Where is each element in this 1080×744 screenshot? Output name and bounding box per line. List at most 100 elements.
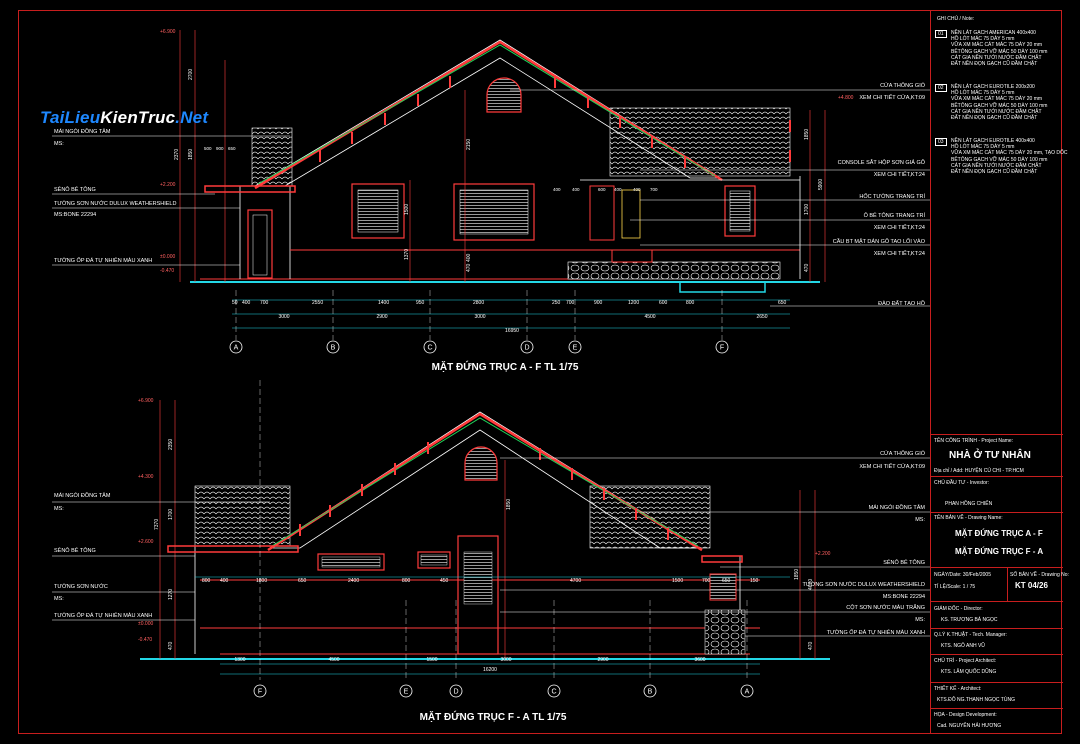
dimension: 1200 [628,300,639,306]
axis-bubble [740,684,754,698]
dimension: 50 [232,300,238,306]
right-annotation: CẦU BT MẶT DÁN GỖ TAO LỐI VÀO [833,238,926,245]
dimension: 1500 [426,657,437,663]
dev-name: Cad. NGUYỄN HẢI HƯƠNG [937,723,1002,729]
dimension: 470 [466,263,472,272]
dimension: 1500 [404,204,410,215]
drawing-label: TÊN BẢN VẼ - Drawing Name: [934,515,1003,521]
note-line: ĐẤT NỀN ĐỌN GẠCH CŨ ĐẦM CHẶT [951,169,1038,175]
dimension: 2650 [756,314,767,320]
owner-name: PHAN HỒNG CHIẾN [945,501,993,507]
axis-label: B [331,345,336,352]
project-label: TÊN CÔNG TRÌNH - Project Name: [934,438,1014,444]
level-mark: ±0.000 [160,254,175,260]
axis-label: B [648,689,653,696]
watermark-part-1: TaiLieu [40,108,101,127]
dimension: 1850 [506,499,512,510]
axis-label: E [573,345,578,352]
note-line: ĐẤT NỀN ĐỌN GẠCH CŨ ĐẦM CHẶT [951,61,1038,67]
level-mark: ±0.000 [138,621,153,627]
dimension: 2350 [168,439,174,450]
left-annotation: TƯỜNG SƠN NƯỚC [54,583,108,590]
dimension: 700 [260,300,269,306]
dimension: 950 [416,300,425,306]
axis-bubble [326,340,340,354]
design-label: THIẾT KẾ - Architect: [934,686,982,692]
drawing-name-1: MẶT ĐỨNG TRỤC A - F [955,529,1043,538]
director-label: GIÁM ĐỐC - Director: [934,606,983,612]
left-annotation: TƯỜNG ỐP ĐÁ TỰ NHIÊN MÀU XANH [54,611,152,619]
note-line: VỮA XM MÁC CÁT MÁC 75 DÀY 20 mm [951,42,1043,49]
axis-bubble [568,340,582,354]
dimension: 4500 [644,314,655,320]
dimension: 1300 [234,657,245,663]
watermark-part-3: .Net [175,108,209,127]
dimension: 650 [228,146,236,151]
note-line: HỒ LÓT MÁC 75 DÀY 5 mm [951,144,1015,151]
dimension: 2550 [312,300,323,306]
right-annotation: XEM CHI TIẾT CỬA,KT:09 [859,94,925,101]
dev-label: HỌA - Design Development: [934,712,997,718]
dimension: 450 [440,578,449,584]
elevation-title: MẶT ĐỨNG TRỤC A - F TL 1/75 [432,360,579,373]
dimension: 7370 [154,519,160,530]
left-annotation: MÁI NGÓI ĐỒNG TÂM [54,492,111,499]
elevation-drawings: MẶT ĐỨNG TRỤC A - F TL 1/75ABCDEF+6.900+… [52,29,930,723]
right-annotation: XEM CHI TIẾT,KT:24 [874,250,925,257]
dimension: 1850 [804,129,810,140]
dimension: 600 [659,300,668,306]
axis-bubble [449,684,463,698]
left-annotation: MS: [54,141,64,147]
dimension: 2150 [466,139,472,150]
dimension: 1400 [378,300,389,306]
right-annotation: XEM CHI TIẾT CỬA,KT:09 [859,463,925,470]
dimension: 3000 [474,314,485,320]
dimension: 650 [298,578,307,584]
right-annotation: ĐÀO ĐẤT TẠO HỒ [878,300,926,307]
level-mark: +2.200 [815,551,831,557]
right-annotation: MS: [915,517,925,523]
axis-label: F [720,345,724,352]
dimension: 400 [614,187,622,192]
date-label: NGÀY/Date: 30/Feb/2005 [934,572,991,578]
dimension: 700 [650,187,658,192]
dimension: 500 [204,146,212,151]
axis-bubble [399,684,413,698]
project-name: NHÀ Ở TƯ NHÂN [949,450,1031,461]
dimension: 650 [778,300,787,306]
dimension: 400 [553,187,561,192]
axis-bubble [715,340,729,354]
note-line: BÊTÔNG GẠCH VỠ MÁC 50 DÀY 100 mm [951,156,1048,163]
dimension: 900 [594,300,603,306]
note-line: VỮA XM MÁC CÁT MÁC 75 DÀY 20 mm, TẠO DỐC [951,150,1068,157]
right-annotation: XEM CHI TIẾT,KT:24 [874,171,925,178]
dimension-total: 16200 [483,667,497,673]
axis-label: A [745,689,750,696]
right-annotation: Ô BÊ TÔNG TRANG TRÍ [864,211,926,219]
design-name: KTS.ĐỖ NG.THANH NGỌC TÙNG [937,697,1015,703]
right-annotation: CONSOLE SẮT HỘP SƠN GIẢ GỖ [838,158,926,166]
dimension: 2370 [174,149,180,160]
left-annotation: MS:BONE 22294 [54,212,96,218]
note-line: VỮA XM MÁC CÁT MÁC 75 DÀY 20 mm [951,96,1043,103]
dimension: 650 [722,578,731,584]
left-annotation: MÁI NGÓI ĐỒNG TÂM [54,128,111,135]
elevation-title: MẶT ĐỨNG TRỤC F - A TL 1/75 [420,710,567,723]
dimension: 600 [598,187,606,192]
dimension-total: 16950 [505,328,519,334]
dimension: 470 [168,641,174,650]
right-annotation: MS: [915,617,925,623]
dimension: 800 [402,578,411,584]
scale-label: TỈ LỆ/Scale: 1 / 75 [934,584,976,590]
architect-label: CHỦ TRÌ - Project Architect: [934,658,997,664]
dimension: 2900 [376,314,387,320]
level-mark: -0.470 [138,637,152,643]
dimension: 1800 [256,578,267,584]
dimension: 800 [686,300,695,306]
axis-bubble [423,340,437,354]
axis-bubble [520,340,534,354]
level-mark: +6.900 [138,398,154,404]
note-line: HỒ LÓT MÁC 75 DÀY 5 mm [951,36,1015,43]
